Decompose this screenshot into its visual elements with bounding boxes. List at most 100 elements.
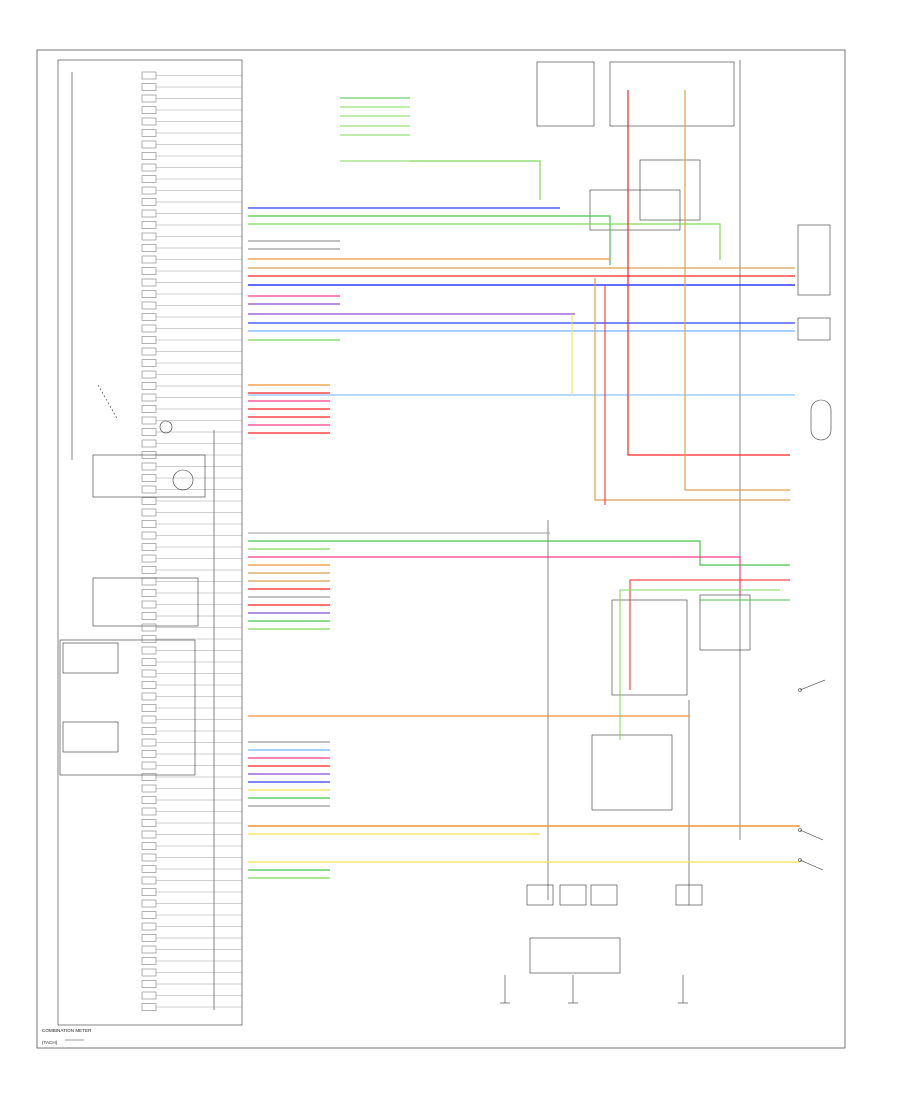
meter-pin (141, 209, 157, 218)
meter-pin (141, 577, 157, 586)
meter-pin (141, 370, 157, 379)
combination-meter-panel (57, 59, 243, 1041)
meter-pin (141, 911, 157, 919)
meter-pin (141, 324, 157, 333)
meter-pin (141, 945, 157, 954)
meter-pin (141, 934, 157, 942)
meter-pin (141, 727, 157, 735)
meter-pin (141, 416, 157, 425)
meter-pin (141, 393, 157, 402)
meter-pin (141, 198, 157, 206)
meter-pin (141, 807, 157, 816)
meter-pin (141, 681, 157, 689)
meter-pin (141, 244, 157, 252)
meter-pin (141, 761, 157, 770)
right-switches (798, 679, 826, 871)
meter-pin (141, 405, 157, 413)
meter-pin (141, 669, 157, 678)
meter-pin (141, 531, 157, 540)
diagram-frame (36, 49, 846, 1049)
meter-pin (141, 129, 157, 137)
meter-pin (141, 635, 157, 643)
meter-pin (141, 750, 157, 758)
meter-pin (141, 853, 157, 862)
ground-connectors (500, 884, 703, 1004)
meter-pin (141, 152, 157, 160)
meter-pin (141, 290, 157, 298)
meter-pin (141, 428, 157, 436)
meter-pin (141, 773, 157, 781)
wire-green (248, 540, 790, 566)
meter-pin (141, 485, 157, 494)
wire-green (248, 223, 721, 260)
meter-pin (141, 508, 157, 517)
meter-pin (141, 543, 157, 551)
meter-pin (141, 83, 157, 91)
meter-pin (141, 991, 157, 1000)
wire-red (627, 90, 790, 456)
meter-pin (141, 359, 157, 367)
meter-pin (141, 658, 157, 666)
meter-pin (141, 865, 157, 873)
meter-pin (141, 347, 157, 356)
wire-green (619, 589, 780, 740)
wire-red (629, 579, 790, 690)
meter-pin (141, 278, 157, 287)
meter-pin (141, 842, 157, 850)
meter-pin (141, 968, 157, 977)
meter-pin (141, 623, 157, 632)
meter-pin (141, 692, 157, 701)
meter-pin (141, 71, 157, 80)
meter-pin (141, 876, 157, 885)
meter-pin (141, 462, 157, 471)
meter-pin (141, 163, 157, 172)
meter-pin (141, 819, 157, 827)
meter-pin (141, 784, 157, 793)
meter-pin (141, 336, 157, 344)
meter-pin (141, 186, 157, 195)
meter-pin (141, 589, 157, 597)
meter-pin (141, 957, 157, 965)
meter-pin (141, 830, 157, 839)
meter-pin (141, 313, 157, 321)
meter-pin (141, 922, 157, 931)
meter-pin (141, 899, 157, 908)
meter-pin (141, 175, 157, 183)
meter-pin (141, 94, 157, 103)
meter-pin (141, 301, 157, 310)
meter-pin (141, 221, 157, 229)
meter-pin (141, 232, 157, 241)
meter-pin (141, 382, 157, 390)
meter-pin (141, 888, 157, 896)
meter-pin (141, 106, 157, 114)
footer-caption: COMBINATION METER (42, 1028, 92, 1033)
wire (410, 160, 541, 200)
meter-pin (141, 554, 157, 563)
top-connectors (536, 60, 832, 905)
meter-pin (141, 255, 157, 264)
meter-pin (141, 600, 157, 609)
meter-pin (141, 140, 157, 149)
meter-pin (141, 117, 157, 126)
meter-pin (141, 474, 157, 482)
meter-pin (141, 439, 157, 448)
meter-pin (141, 738, 157, 747)
meter-pin (141, 1003, 157, 1011)
meter-pin (141, 704, 157, 712)
meter-pin (141, 612, 157, 620)
meter-pin (141, 267, 157, 275)
wire-group (248, 90, 800, 879)
meter-pin (141, 796, 157, 804)
wire-green (248, 215, 611, 265)
meter-pin (141, 715, 157, 724)
meter-pin (141, 497, 157, 505)
wire-pink (248, 556, 741, 595)
meter-pin (141, 566, 157, 574)
wire-tan (594, 278, 790, 501)
meter-pin (141, 520, 157, 528)
wire-tan (684, 90, 790, 491)
meter-pin (141, 980, 157, 988)
footer-caption-sub: (TACH) (42, 1040, 58, 1045)
meter-pin (141, 646, 157, 655)
